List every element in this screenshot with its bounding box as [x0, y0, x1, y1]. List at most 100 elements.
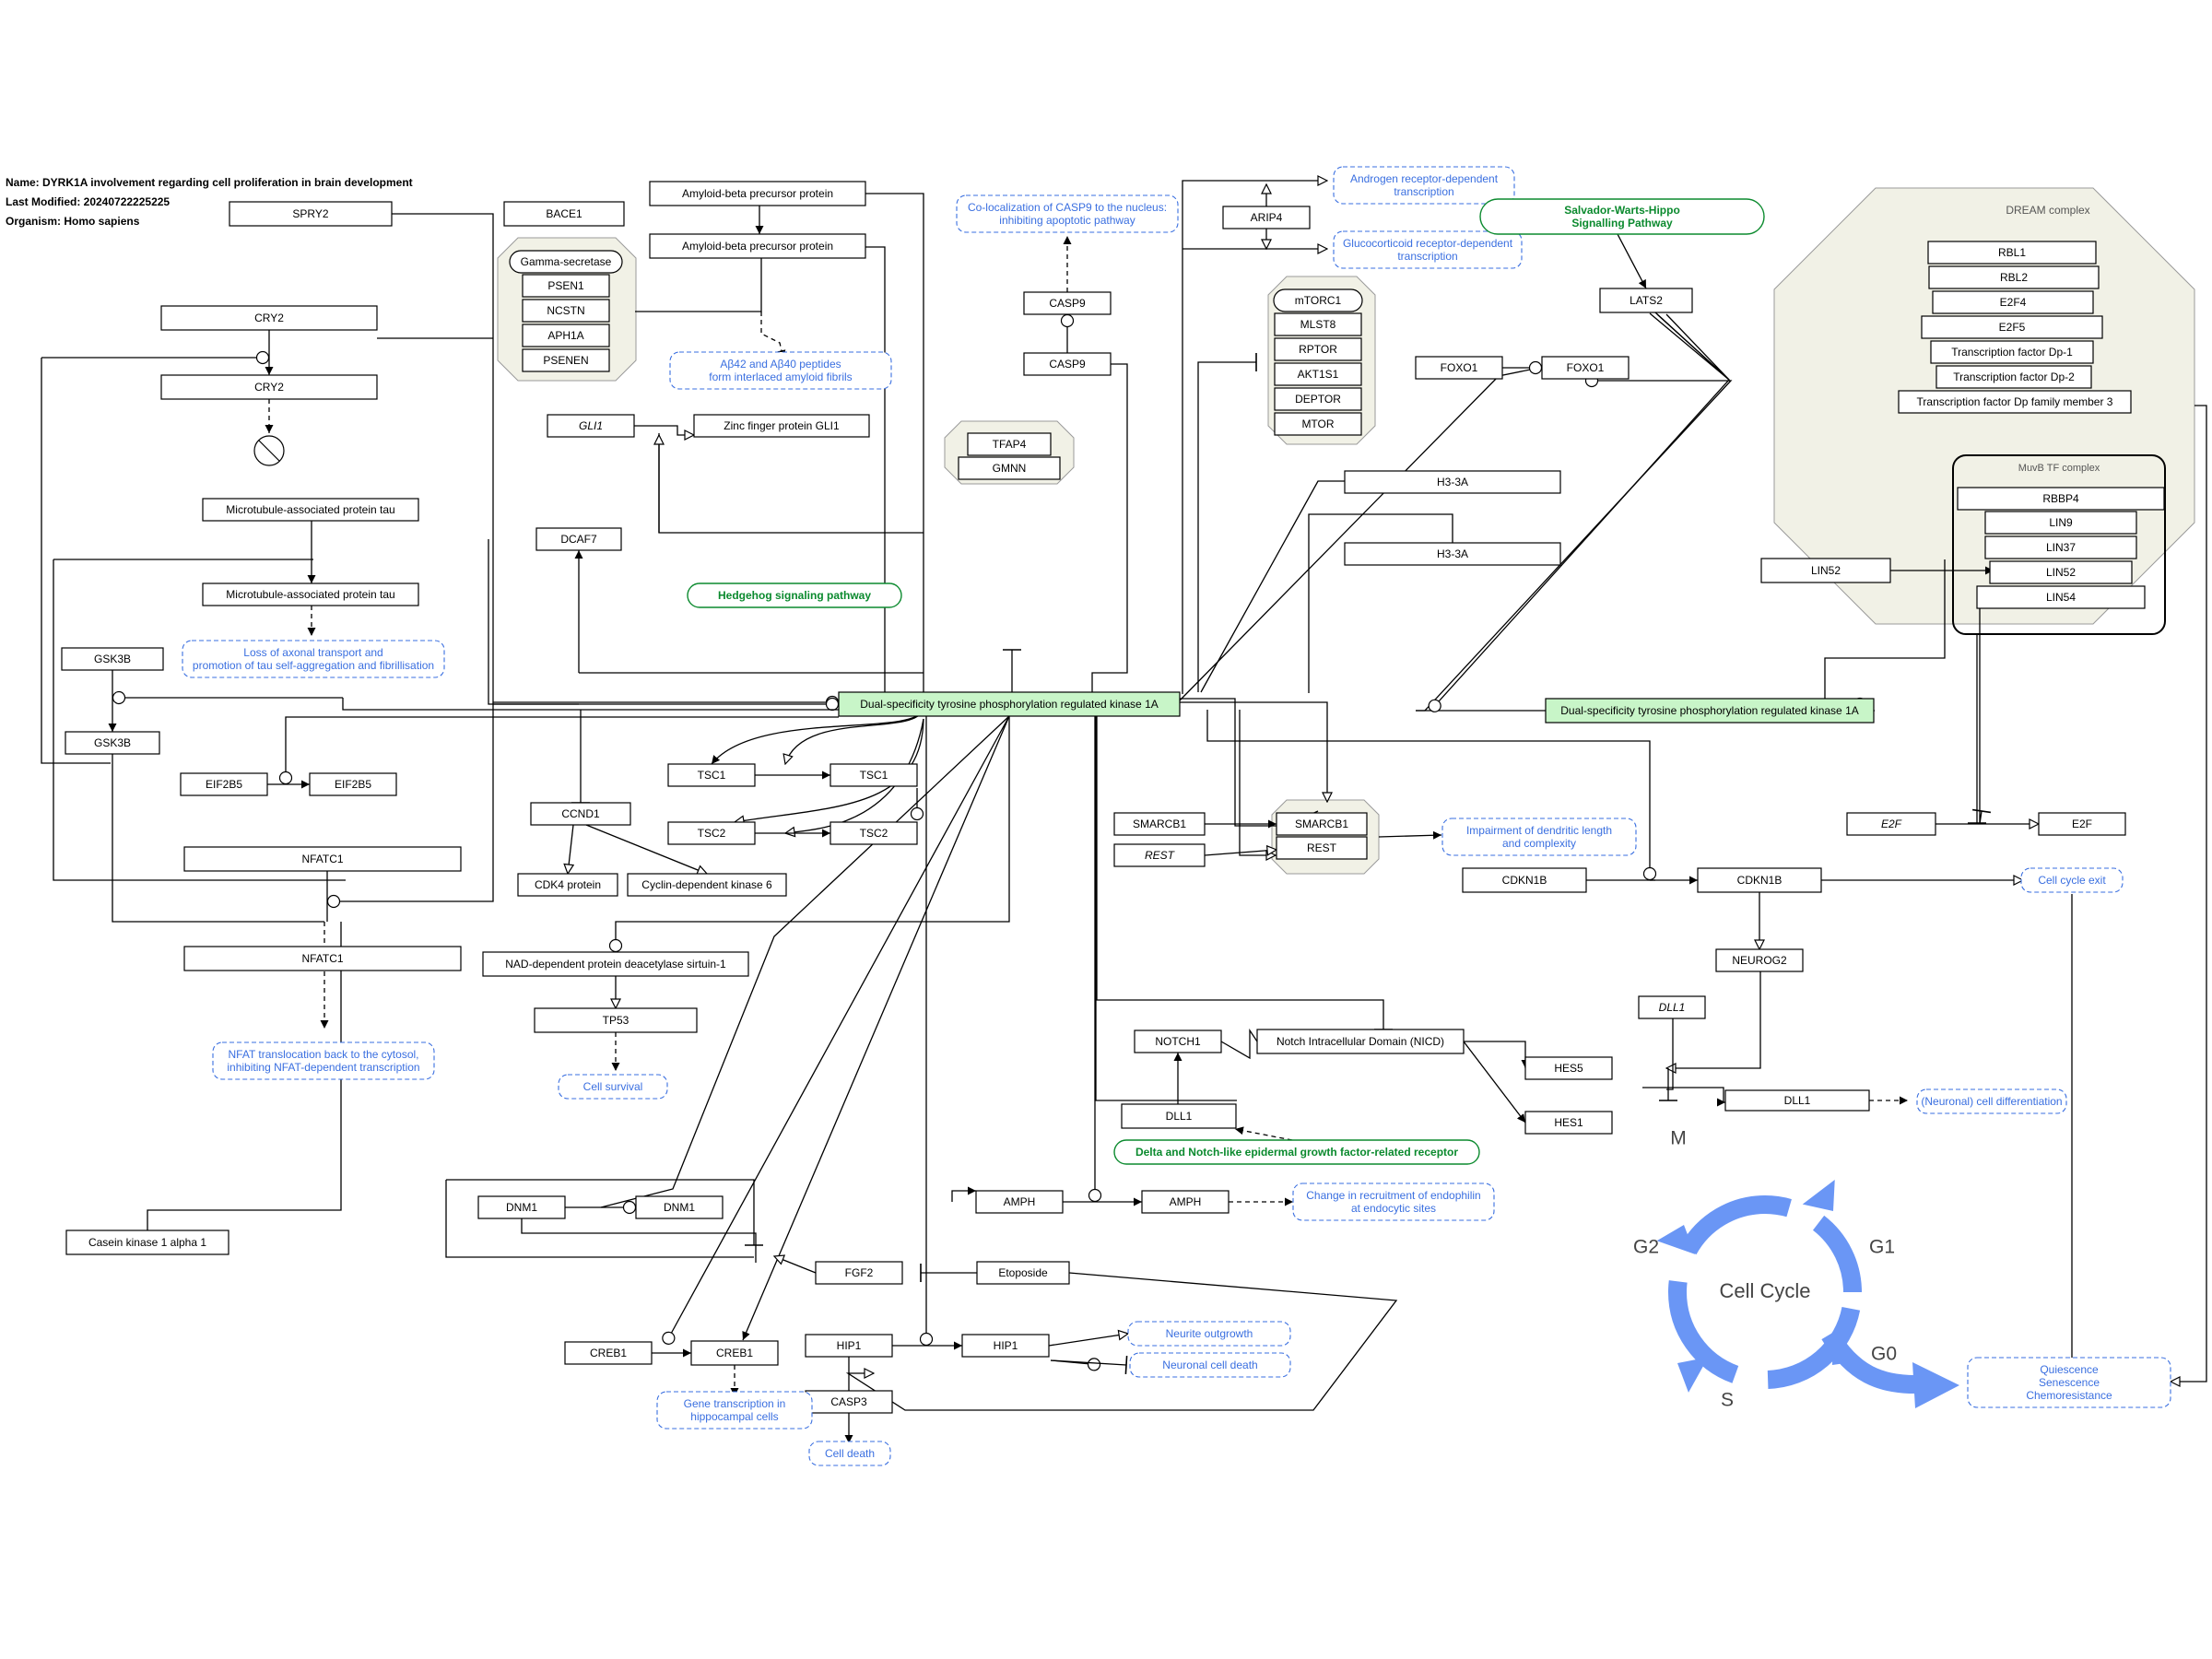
- node-amph1-label: AMPH: [1004, 1195, 1036, 1208]
- node-casp3[interactable]: CASP3: [805, 1390, 893, 1414]
- node-tfdp3[interactable]: Transcription factor Dp family member 3: [1898, 390, 2132, 414]
- node-lin9[interactable]: LIN9: [1984, 511, 2137, 535]
- node-gli1p[interactable]: Zinc finger protein GLI1: [693, 414, 870, 438]
- node-gsk3b1[interactable]: GSK3B: [61, 647, 164, 671]
- node-psen1[interactable]: PSEN1: [522, 274, 610, 298]
- node-arip4[interactable]: ARIP4: [1222, 206, 1311, 229]
- label-gluco-line: transcription: [1397, 250, 1457, 263]
- node-ccnd1[interactable]: CCND1: [530, 802, 631, 826]
- node-tsc1a[interactable]: TSC1: [667, 763, 756, 787]
- node-creb1a[interactable]: CREB1: [564, 1341, 653, 1365]
- node-e2f5[interactable]: E2F5: [1921, 315, 2103, 339]
- pathway-delta-line: Delta and Notch-like epidermal growth fa…: [1135, 1146, 1458, 1159]
- node-mapt1[interactable]: Microtubule-associated protein tau: [202, 498, 419, 522]
- node-dll1a[interactable]: DLL1: [1121, 1103, 1237, 1129]
- node-hes1[interactable]: HES1: [1524, 1111, 1613, 1135]
- node-tfdp1[interactable]: Transcription factor Dp-1: [1930, 340, 2094, 364]
- node-tsc2b[interactable]: TSC2: [830, 821, 918, 845]
- node-hip1b[interactable]: HIP1: [961, 1334, 1050, 1358]
- node-eif2b5a[interactable]: EIF2B5: [180, 772, 268, 796]
- node-lats2[interactable]: LATS2: [1599, 288, 1693, 313]
- node-gsk3b2[interactable]: GSK3B: [65, 731, 160, 755]
- node-cdk6[interactable]: Cyclin-dependent kinase 6: [627, 873, 787, 897]
- node-rbl1[interactable]: RBL1: [1927, 241, 2097, 265]
- label-casp9nuc: Co-localization of CASP9 to the nucleus:…: [956, 194, 1179, 233]
- node-cdkn1bb[interactable]: CDKN1B: [1697, 867, 1822, 893]
- node-foxo1a[interactable]: FOXO1: [1415, 356, 1503, 380]
- node-h33a2[interactable]: H3-3A: [1344, 542, 1561, 566]
- pathway-hedgehog[interactable]: Hedgehog signaling pathway: [687, 582, 902, 608]
- interaction-edge: [774, 1256, 817, 1274]
- node-creb1b[interactable]: CREB1: [690, 1340, 779, 1366]
- pathway-delta[interactable]: Delta and Notch-like epidermal growth fa…: [1113, 1139, 1480, 1165]
- node-neurog2[interactable]: NEUROG2: [1715, 948, 1804, 972]
- node-aph1a[interactable]: APH1A: [522, 324, 610, 347]
- node-casp9a[interactable]: CASP9: [1023, 291, 1112, 315]
- node-nfatc1b[interactable]: NFATC1: [183, 946, 462, 971]
- g0-exit-arrow: [1821, 1329, 1920, 1394]
- node-dnm1b[interactable]: DNM1: [635, 1195, 724, 1219]
- node-lin52b[interactable]: LIN52: [1989, 560, 2133, 584]
- node-hes5[interactable]: HES5: [1524, 1056, 1613, 1080]
- node-ncstn[interactable]: NCSTN: [522, 299, 610, 323]
- node-dyrk1a[interactable]: Dual-specificity tyrosine phosphorylatio…: [838, 691, 1181, 717]
- node-eif2b5b[interactable]: EIF2B5: [309, 772, 397, 796]
- node-amph2[interactable]: AMPH: [1141, 1190, 1230, 1214]
- node-mlst8[interactable]: MLST8: [1274, 312, 1362, 336]
- node-cdkn1ba[interactable]: CDKN1B: [1462, 867, 1587, 893]
- node-cry2b[interactable]: CRY2: [160, 374, 378, 400]
- node-rbl2[interactable]: RBL2: [1928, 265, 2100, 289]
- node-amph1[interactable]: AMPH: [975, 1190, 1064, 1214]
- node-tsc2a[interactable]: TSC2: [667, 821, 756, 845]
- node-notch1[interactable]: NOTCH1: [1134, 1030, 1222, 1053]
- node-lin54[interactable]: LIN54: [1976, 585, 2146, 609]
- node-hip1a[interactable]: HIP1: [805, 1334, 893, 1358]
- node-lin52a[interactable]: LIN52: [1760, 558, 1891, 583]
- node-tfdp2[interactable]: Transcription factor Dp-2: [1936, 365, 2092, 389]
- node-gli1g[interactable]: GLI1: [547, 414, 635, 438]
- node-e2fp[interactable]: E2F: [2038, 812, 2126, 836]
- node-foxo1b[interactable]: FOXO1: [1541, 356, 1630, 380]
- node-akt1s1[interactable]: AKT1S1: [1274, 362, 1362, 386]
- node-tfap4[interactable]: TFAP4: [967, 432, 1052, 456]
- node-cry2a[interactable]: CRY2: [160, 305, 378, 331]
- interaction-edge: [1234, 1126, 1293, 1141]
- node-spry2[interactable]: SPRY2: [229, 201, 393, 227]
- node-cdk4[interactable]: CDK4 protein: [517, 873, 618, 897]
- node-nicd[interactable]: Notch Intracellular Domain (NICD): [1256, 1029, 1465, 1054]
- node-deptor-label: DEPTOR: [1295, 393, 1341, 406]
- node-e2f4[interactable]: E2F4: [1932, 290, 2094, 314]
- node-e2fg[interactable]: E2F: [1846, 812, 1936, 836]
- node-sirt1[interactable]: NAD-dependent protein deacetylase sirtui…: [482, 951, 749, 977]
- node-psenen[interactable]: PSENEN: [522, 348, 610, 372]
- node-gmnn[interactable]: GMNN: [958, 456, 1061, 480]
- node-dcaf7[interactable]: DCAF7: [535, 527, 622, 551]
- node-tsc1b[interactable]: TSC1: [830, 763, 918, 787]
- node-app1[interactable]: Amyloid-beta precursor protein: [649, 181, 866, 206]
- node-etoposide[interactable]: Etoposide: [976, 1261, 1070, 1285]
- node-mtor[interactable]: MTOR: [1274, 412, 1362, 436]
- node-ck1a[interactable]: Casein kinase 1 alpha 1: [65, 1230, 229, 1255]
- node-restb[interactable]: REST: [1276, 836, 1368, 860]
- node-lin37[interactable]: LIN37: [1984, 535, 2137, 559]
- node-rbbp4[interactable]: RBBP4: [1957, 487, 2165, 511]
- node-deptor[interactable]: DEPTOR: [1274, 387, 1362, 411]
- node-dll1b[interactable]: DLL1: [1724, 1089, 1870, 1112]
- node-dll1g[interactable]: DLL1: [1638, 995, 1706, 1019]
- node-mapt2[interactable]: Microtubule-associated protein tau: [202, 582, 419, 606]
- node-bace1[interactable]: BACE1: [503, 201, 625, 227]
- node-smarcb1a[interactable]: SMARCB1: [1113, 812, 1206, 836]
- node-app2[interactable]: Amyloid-beta precursor protein: [649, 233, 866, 259]
- node-smarcb1b[interactable]: SMARCB1: [1276, 812, 1368, 836]
- node-h33a1[interactable]: H3-3A: [1344, 470, 1561, 494]
- node-fgf2[interactable]: FGF2: [815, 1261, 903, 1285]
- node-dyrk1a2[interactable]: Dual-specificity tyrosine phosphorylatio…: [1545, 698, 1875, 724]
- node-nfatc1a[interactable]: NFATC1: [183, 846, 462, 872]
- interaction-edge: [53, 559, 346, 881]
- node-rptor[interactable]: RPTOR: [1274, 337, 1362, 361]
- node-dnm1a[interactable]: DNM1: [477, 1195, 566, 1219]
- node-tp53[interactable]: TP53: [534, 1007, 698, 1033]
- node-resta[interactable]: REST: [1113, 843, 1206, 867]
- node-casp9b[interactable]: CASP9: [1023, 352, 1112, 376]
